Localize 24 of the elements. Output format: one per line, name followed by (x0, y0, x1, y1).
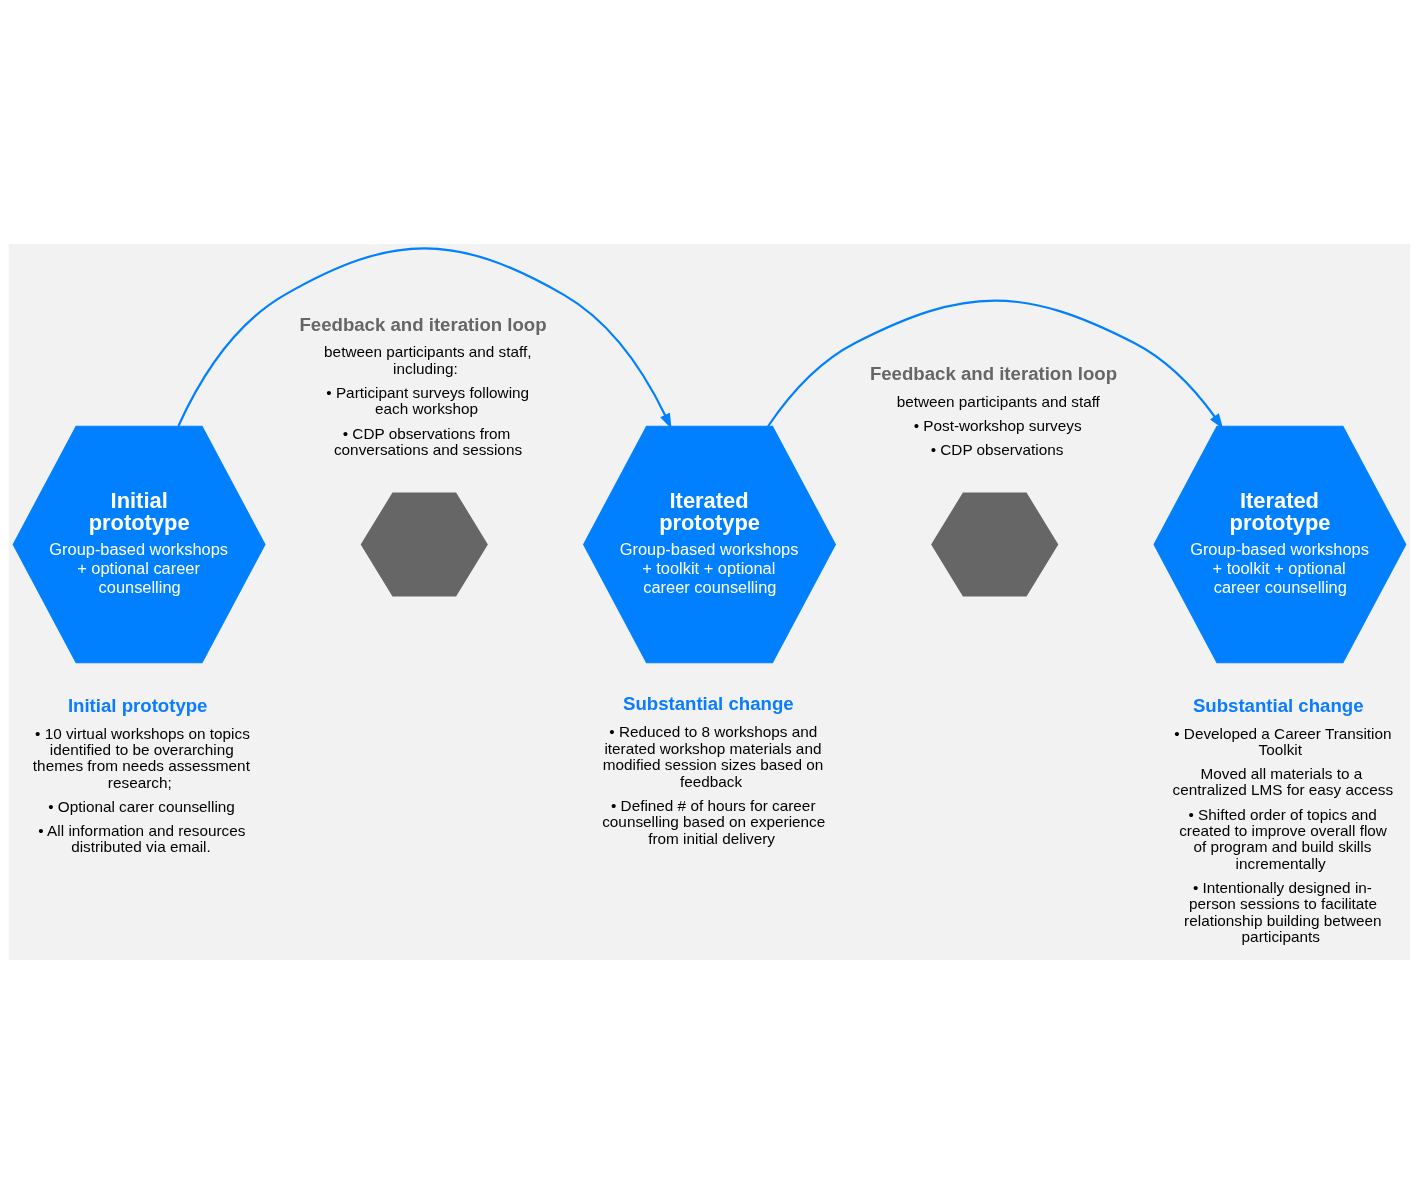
node-hexagon (931, 492, 1059, 596)
node-label: between participants and staff, including: (324, 342, 532, 377)
node-label: • Post-workshop surveys (913, 416, 1082, 434)
node-label: • All information and resources distributed via email. (38, 821, 246, 855)
node-label: Feedback and iteration loop (869, 362, 1118, 384)
node-label: Substantial change (623, 692, 794, 714)
arrow (177, 246, 672, 429)
node-label: • CDP observations (930, 440, 1064, 458)
node-label: • Developed a Career Transition Toolkit (1174, 724, 1392, 758)
node-label: • Defined # of hours for career counselling based on experience from initial delivery (602, 796, 826, 847)
node-label: • Optional carer counselling (48, 797, 235, 815)
node-label: between participants and staff (896, 392, 1100, 410)
arrow (767, 299, 1224, 429)
node-label: Moved all materials to a centralized LMS for easy access (1172, 764, 1394, 798)
node-label: Substantial change (1192, 694, 1364, 716)
node-label: • CDP observations from conversations and sessions (333, 424, 523, 458)
node-label: Initial prototype (67, 694, 208, 716)
node-label: Feedback and iteration loop (299, 313, 547, 335)
node-label: • Intentionally designed in-person sessions to facilitate relationship building between participants (1184, 878, 1382, 945)
node-hexagon (360, 492, 488, 596)
node-label: • Participant surveys following each workshop (326, 383, 530, 417)
node-label: • Reduced to 8 workshops and iterated workshop materials and modified session sizes based on feedback (602, 722, 824, 790)
node-label: • Shifted order of topics and created to improve overall flow of program and build skills incrementally (1179, 805, 1387, 872)
node-label: • 10 virtual workshops on topics identified to be overarching themes from needs assessment research; (32, 724, 250, 791)
